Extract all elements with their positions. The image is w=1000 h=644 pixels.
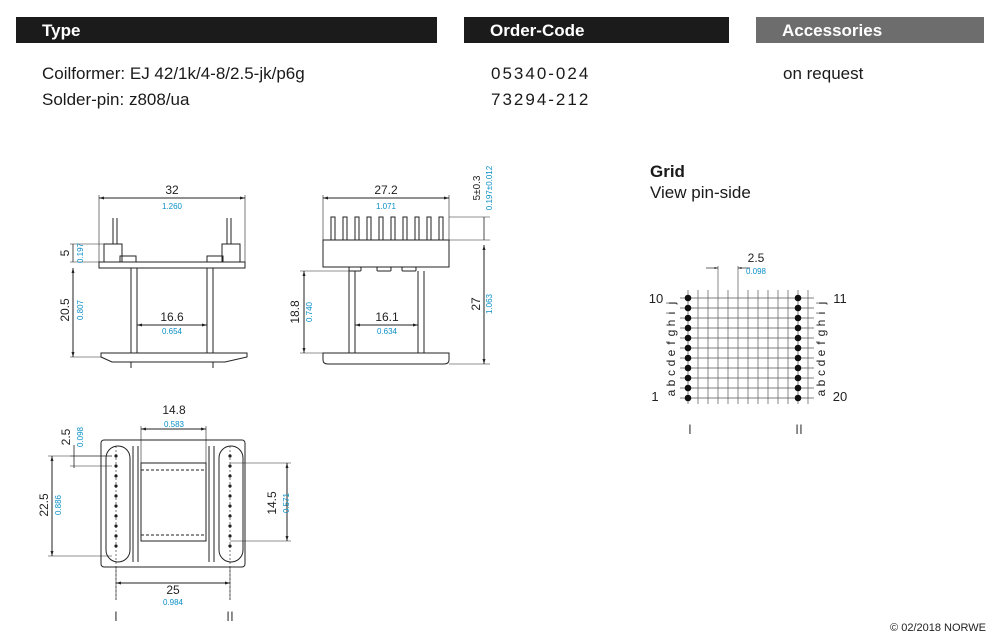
grid-right-letter-h: h bbox=[814, 320, 828, 327]
top-depth-in: 0.886 bbox=[54, 494, 63, 515]
grid-left-letter-e: e bbox=[664, 349, 678, 356]
grid-right-letter-j: j bbox=[814, 302, 828, 306]
grid-left-letter-g: g bbox=[664, 330, 678, 337]
side-height-in: 0.740 bbox=[305, 301, 314, 322]
grid-right-letter-i: i bbox=[814, 312, 828, 315]
front-inner-mm: 16.6 bbox=[160, 310, 184, 324]
grid-left-letter-i: i bbox=[664, 312, 678, 315]
grid-left-letter-h: h bbox=[664, 320, 678, 327]
type-header: Type bbox=[16, 17, 437, 43]
side-inner-in: 0.634 bbox=[377, 327, 398, 336]
side-total-in: 1.063 bbox=[485, 293, 494, 314]
grid-side-2: II bbox=[795, 421, 803, 437]
grid-pitch-mm: 2.5 bbox=[748, 251, 765, 265]
top-inner-h-mm: 14.5 bbox=[265, 491, 279, 515]
grid-pitch-in: 0.098 bbox=[746, 267, 767, 276]
side-bottom-flange bbox=[322, 352, 450, 365]
front-inner-in: 0.654 bbox=[162, 327, 183, 336]
coilformer-row: Coilformer: EJ 42/1k/4-8/2.5-jk/p6g bbox=[42, 64, 305, 84]
side-height-mm: 18.8 bbox=[288, 300, 302, 324]
pin-grid bbox=[680, 266, 814, 404]
top-inner-h-in: 0.571 bbox=[282, 492, 291, 513]
solder-pin-value: z808/ua bbox=[128, 90, 190, 109]
accessories-value: on request bbox=[783, 64, 864, 83]
order-code-header: Order-Code bbox=[464, 17, 729, 43]
side-total-mm: 27 bbox=[469, 297, 483, 311]
grid-right-letter-f: f bbox=[814, 341, 828, 345]
grid-right-letter-e: e bbox=[814, 349, 828, 356]
top-side-1: I bbox=[114, 608, 118, 624]
grid-right-letter-b: b bbox=[814, 379, 828, 386]
front-pin-block-right bbox=[221, 243, 241, 263]
top-rail-left bbox=[105, 445, 131, 563]
top-rail-right bbox=[218, 445, 244, 563]
front-height-mm: 20.5 bbox=[58, 298, 72, 322]
top-side-2: II bbox=[226, 608, 234, 624]
top-depth-mm: 22.5 bbox=[37, 493, 51, 517]
side-pin-mm: 5±0.3 bbox=[472, 175, 483, 200]
top-width-in: 0.984 bbox=[163, 598, 184, 607]
side-width-in: 1.071 bbox=[376, 202, 397, 211]
coilformer-label: Coilformer: bbox=[42, 64, 126, 83]
solder-pin-row: Solder-pin: z808/ua bbox=[42, 90, 189, 110]
grid-right-bottom-number: 20 bbox=[833, 389, 847, 404]
top-pins bbox=[114, 454, 232, 548]
front-pin-in: 0.197 bbox=[76, 242, 85, 263]
front-view bbox=[70, 195, 248, 368]
front-height-in: 0.807 bbox=[76, 299, 85, 320]
coilformer-value: EJ 42/1k/4-8/2.5-jk/p6g bbox=[129, 64, 305, 83]
front-bottom-flange bbox=[100, 352, 248, 363]
grid-right-top-number: 11 bbox=[833, 291, 847, 306]
top-inner-window bbox=[140, 462, 207, 542]
front-pin-block-left bbox=[103, 243, 123, 263]
grid-title: Grid bbox=[650, 162, 685, 181]
accessories-header: Accessories bbox=[756, 17, 984, 43]
grid-left-letter-f: f bbox=[664, 341, 678, 345]
copyright: © 02/2018 NORWE bbox=[890, 622, 986, 634]
side-inner-mm: 16.1 bbox=[375, 310, 399, 324]
solder-pin-order-code: 73294-212 bbox=[491, 90, 591, 109]
grid-right-letter-d: d bbox=[814, 360, 828, 367]
side-view bbox=[300, 195, 490, 365]
side-pin-in: 0.197±0.012 bbox=[485, 165, 494, 210]
grid-left-letter-a: a bbox=[664, 389, 678, 396]
grid-left-top-number: 10 bbox=[649, 291, 663, 306]
grid-left-letter-j: j bbox=[664, 302, 678, 306]
coilformer-order-code: 05340-024 bbox=[491, 64, 591, 83]
front-pin-mm: 5 bbox=[58, 249, 72, 256]
grid-left-letter-d: d bbox=[664, 360, 678, 367]
top-offset-mm: 2.5 bbox=[59, 428, 73, 445]
grid-left-letter-c: c bbox=[664, 370, 678, 376]
top-width-mm: 25 bbox=[166, 583, 180, 597]
grid-side-1: I bbox=[688, 421, 692, 437]
front-width-in: 1.260 bbox=[162, 202, 183, 211]
grid-left-letter-b: b bbox=[664, 379, 678, 386]
grid-subtitle: View pin-side bbox=[650, 183, 751, 202]
top-inner-w-in: 0.583 bbox=[164, 420, 185, 429]
side-width-mm: 27.2 bbox=[374, 183, 398, 197]
side-pins bbox=[330, 216, 444, 241]
grid-right-letter-a: a bbox=[814, 389, 828, 396]
front-width-mm: 32 bbox=[165, 183, 179, 197]
side-pin-header bbox=[322, 239, 450, 268]
grid-right-letter-c: c bbox=[814, 370, 828, 376]
grid-left-bottom-number: 1 bbox=[651, 389, 658, 404]
grid-pins bbox=[684, 294, 802, 402]
solder-pin-label: Solder-pin: bbox=[42, 90, 125, 109]
front-top-flange bbox=[98, 261, 246, 269]
top-view bbox=[48, 426, 291, 600]
grid-right-letter-g: g bbox=[814, 330, 828, 337]
top-outline bbox=[100, 439, 246, 568]
top-offset-in: 0.098 bbox=[76, 426, 85, 447]
top-inner-w-mm: 14.8 bbox=[162, 403, 186, 417]
